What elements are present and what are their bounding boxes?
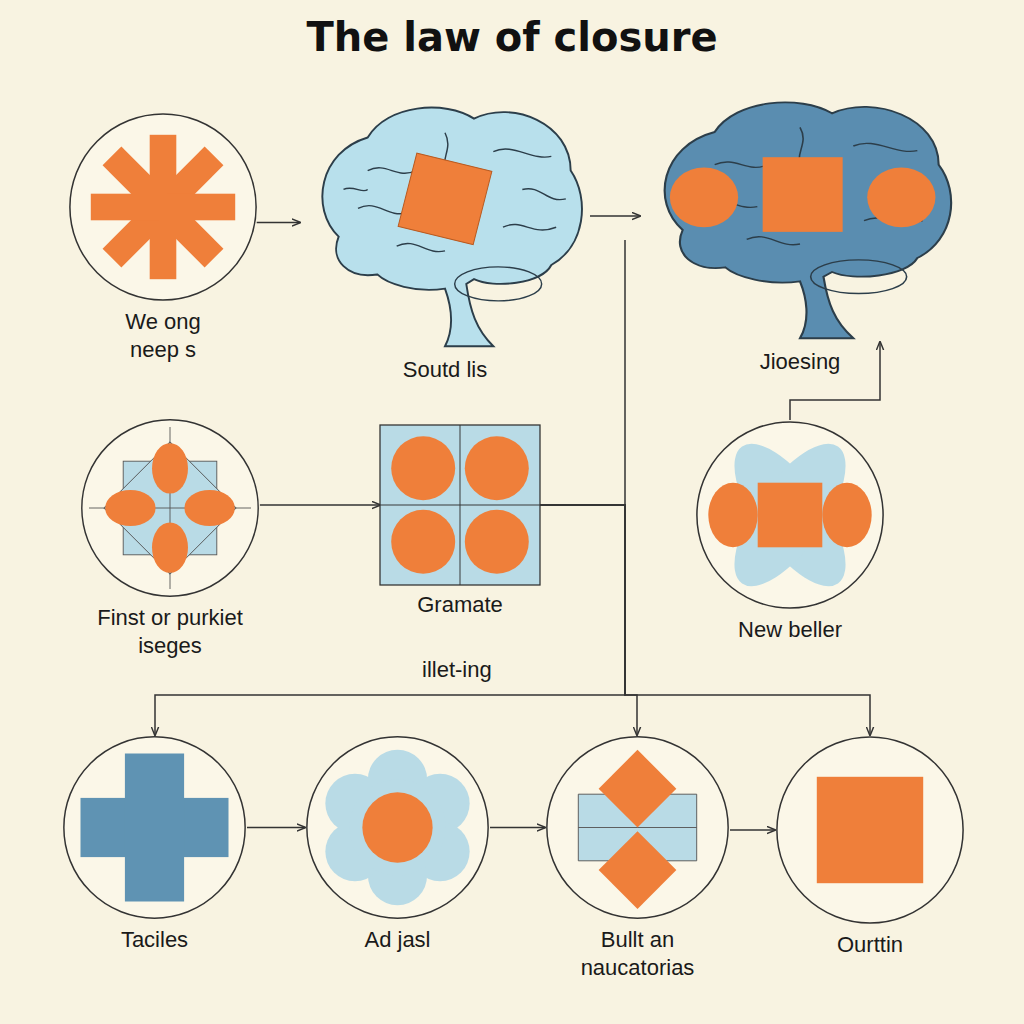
square-figure: [775, 735, 965, 925]
arrow-connector: [247, 827, 305, 829]
figure-node: We ong neep s: [68, 112, 258, 302]
brain-illustration: [640, 90, 960, 342]
caption: Bullt an naucatorias: [553, 926, 723, 982]
figure-node: Ourttin: [775, 735, 965, 925]
figure-node: Ad jasl: [305, 735, 490, 920]
caption: Jioesing: [700, 348, 900, 376]
caption: Ourttin: [790, 931, 950, 959]
guide-line: [624, 240, 626, 505]
star-figure: [68, 112, 258, 302]
grid-figure: [380, 425, 540, 585]
line-label: illet-ing: [418, 657, 496, 683]
figure-node: New beller: [695, 420, 885, 610]
caption: Ad jasl: [318, 926, 478, 954]
figure-node: Taciles: [62, 735, 247, 920]
plus-figure: [62, 735, 247, 920]
arrow-connector: [590, 215, 640, 217]
caption: Soutd lis: [345, 356, 545, 384]
caption: Finst or purkiet iseges: [65, 604, 275, 660]
arrow-connector: [257, 222, 300, 224]
figure-node: Soutd lis: [300, 95, 590, 350]
flower-figure: [305, 735, 490, 920]
caption: Taciles: [75, 926, 235, 954]
caption: New beller: [700, 616, 880, 644]
figure-node: Jioesing: [640, 90, 960, 342]
arrow-connector: [260, 504, 380, 506]
arrow-connector: [730, 829, 775, 831]
arrow-connector: [490, 827, 545, 829]
figure-node: Finst or purkiet iseges: [80, 418, 260, 598]
figure-node: Bullt an naucatorias: [545, 735, 730, 920]
cross-figure: [695, 420, 885, 610]
diamond-figure: [545, 735, 730, 920]
figure-node: Gramate: [380, 425, 540, 585]
caption: We ong neep s: [103, 308, 223, 364]
arrow-connector: [540, 505, 637, 735]
caption: Gramate: [380, 591, 540, 619]
pattern-figure: [80, 418, 260, 598]
brain-illustration: [300, 95, 590, 350]
title: The law of closure: [0, 14, 1024, 60]
